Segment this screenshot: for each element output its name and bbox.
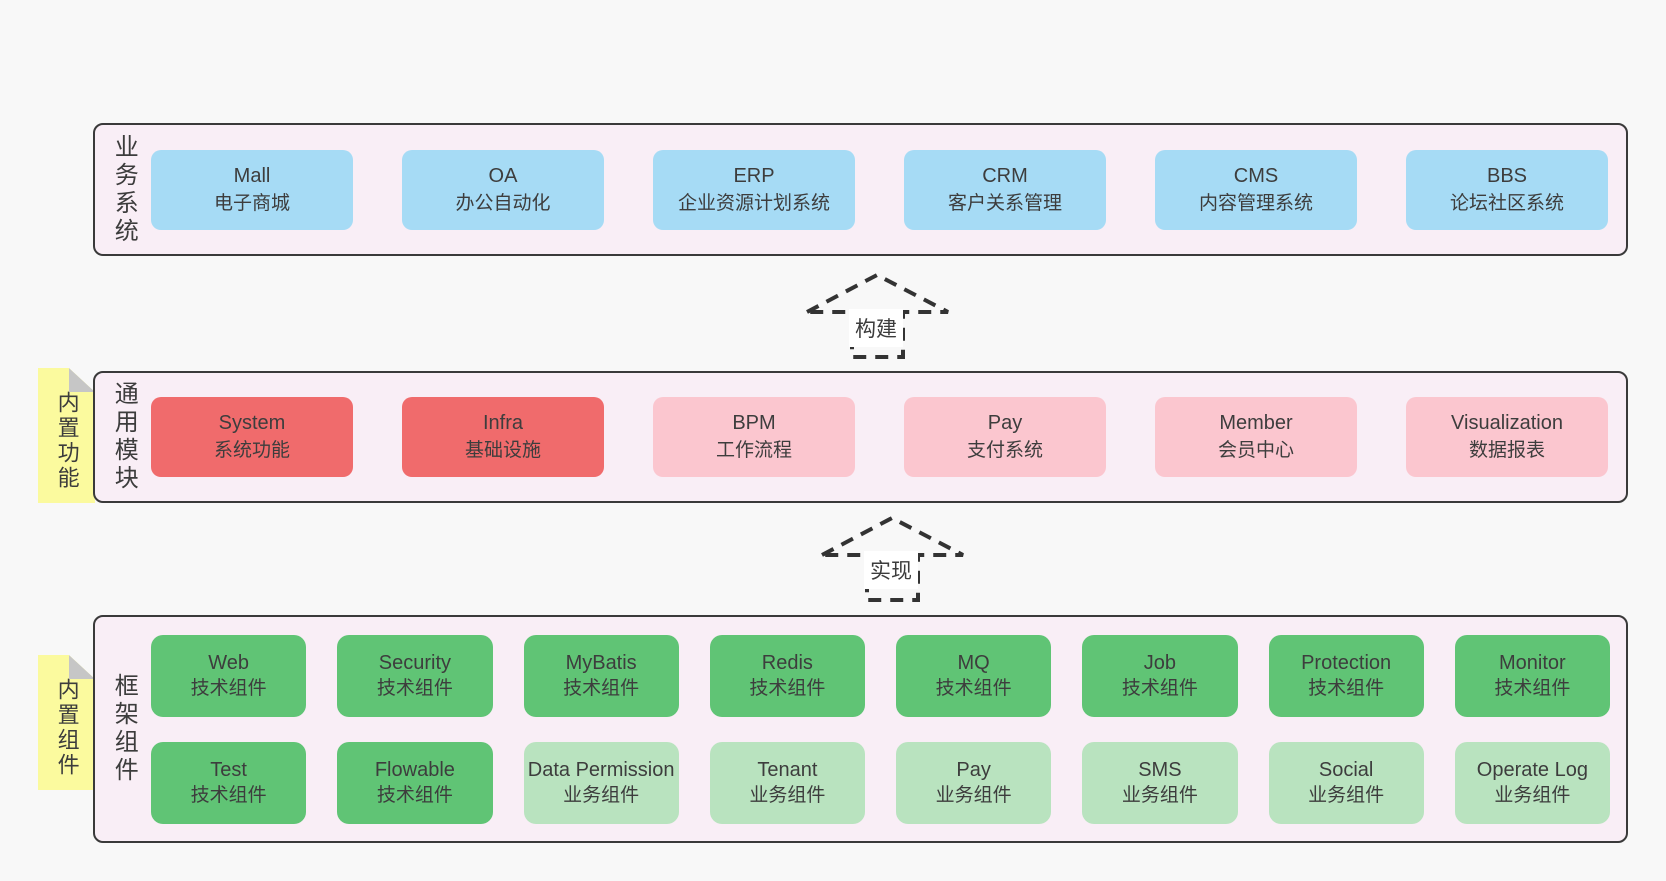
box-data-permission: Data Permission 业务组件: [523, 741, 679, 824]
business-systems-panel-label: 业务系统: [110, 133, 138, 246]
box-operate-log: Operate Log 业务组件: [1454, 741, 1610, 824]
box-tenant: Tenant 业务组件: [709, 741, 865, 824]
box-protection: Protection 技术组件: [1268, 634, 1424, 717]
box-monitor: Monitor 技术组件: [1454, 634, 1610, 717]
framework-components-panel-label: 框架组件: [110, 673, 138, 785]
built-in-components-sticky-note: 内置组件: [38, 655, 95, 790]
implement-arrow-label: 实现: [864, 551, 918, 589]
box-job: Job 技术组件: [1082, 634, 1238, 717]
box-infra: Infra 基础设施: [402, 397, 604, 477]
box-flowable: Flowable 技术组件: [337, 741, 493, 824]
box-redis: Redis 技术组件: [709, 634, 865, 717]
business-systems-panel: 业务系统 Mall 电子商城 OA 办公自动化 ERP 企业资源计划系统 CRM…: [93, 123, 1628, 256]
box-member: Member 会员中心: [1155, 397, 1357, 477]
folded-corner-icon: [69, 368, 95, 392]
box-pay-component: Pay 业务组件: [896, 741, 1052, 824]
box-web: Web 技术组件: [151, 634, 307, 717]
common-modules-panel: 通用模块 System 系统功能 Infra 基础设施 BPM 工作流程 Pay…: [93, 371, 1628, 503]
box-oa: OA 办公自动化: [402, 149, 604, 230]
box-erp: ERP 企业资源计划系统: [653, 149, 855, 230]
box-security: Security 技术组件: [337, 634, 493, 717]
box-bbs: BBS 论坛社区系统: [1406, 149, 1608, 230]
folded-corner-icon: [69, 655, 95, 679]
box-mybatis: MyBatis 技术组件: [523, 634, 679, 717]
built-in-features-sticky-note: 内置功能: [38, 368, 95, 503]
box-mq: MQ 技术组件: [896, 634, 1052, 717]
box-cms: CMS 内容管理系统: [1155, 149, 1357, 230]
box-sms: SMS 业务组件: [1082, 741, 1238, 824]
box-crm: CRM 客户关系管理: [904, 149, 1106, 230]
framework-components-grid: Web 技术组件 Security 技术组件 MyBatis 技术组件 Redi…: [151, 617, 1626, 841]
box-test: Test 技术组件: [151, 741, 307, 824]
box-social: Social 业务组件: [1268, 741, 1424, 824]
common-modules-panel-label: 通用模块: [110, 381, 138, 493]
box-bpm: BPM 工作流程: [653, 397, 855, 477]
box-system: System 系统功能: [151, 397, 353, 477]
build-arrow-label: 构建: [849, 309, 903, 347]
box-pay-module: Pay 支付系统: [904, 397, 1106, 477]
common-modules-grid: System 系统功能 Infra 基础设施 BPM 工作流程 Pay 支付系统…: [151, 373, 1626, 501]
framework-components-panel: 框架组件 Web 技术组件 Security 技术组件 MyBatis 技术组件…: [93, 615, 1628, 843]
business-systems-grid: Mall 电子商城 OA 办公自动化 ERP 企业资源计划系统 CRM 客户关系…: [151, 125, 1626, 254]
box-mall: Mall 电子商城: [151, 149, 353, 230]
box-visualization: Visualization 数据报表: [1406, 397, 1608, 477]
